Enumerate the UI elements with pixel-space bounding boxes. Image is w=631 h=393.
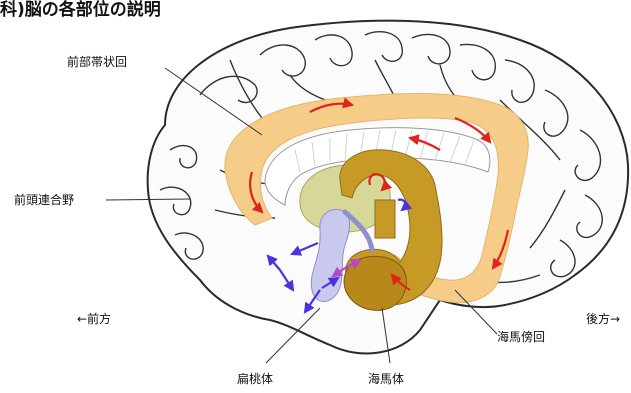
label-anterior-cingulate: 前部帯状回 (67, 55, 127, 69)
label-prefrontal: 前頭連合野 (14, 193, 74, 207)
label-posterior-direction: 後方→ (586, 312, 620, 326)
label-amygdala: 扁桃体 (237, 372, 273, 386)
label-parahippocampal: 海馬傍回 (497, 330, 545, 344)
label-anterior-direction: ←前方 (77, 312, 111, 326)
label-hippocampus: 海馬体 (368, 372, 404, 386)
